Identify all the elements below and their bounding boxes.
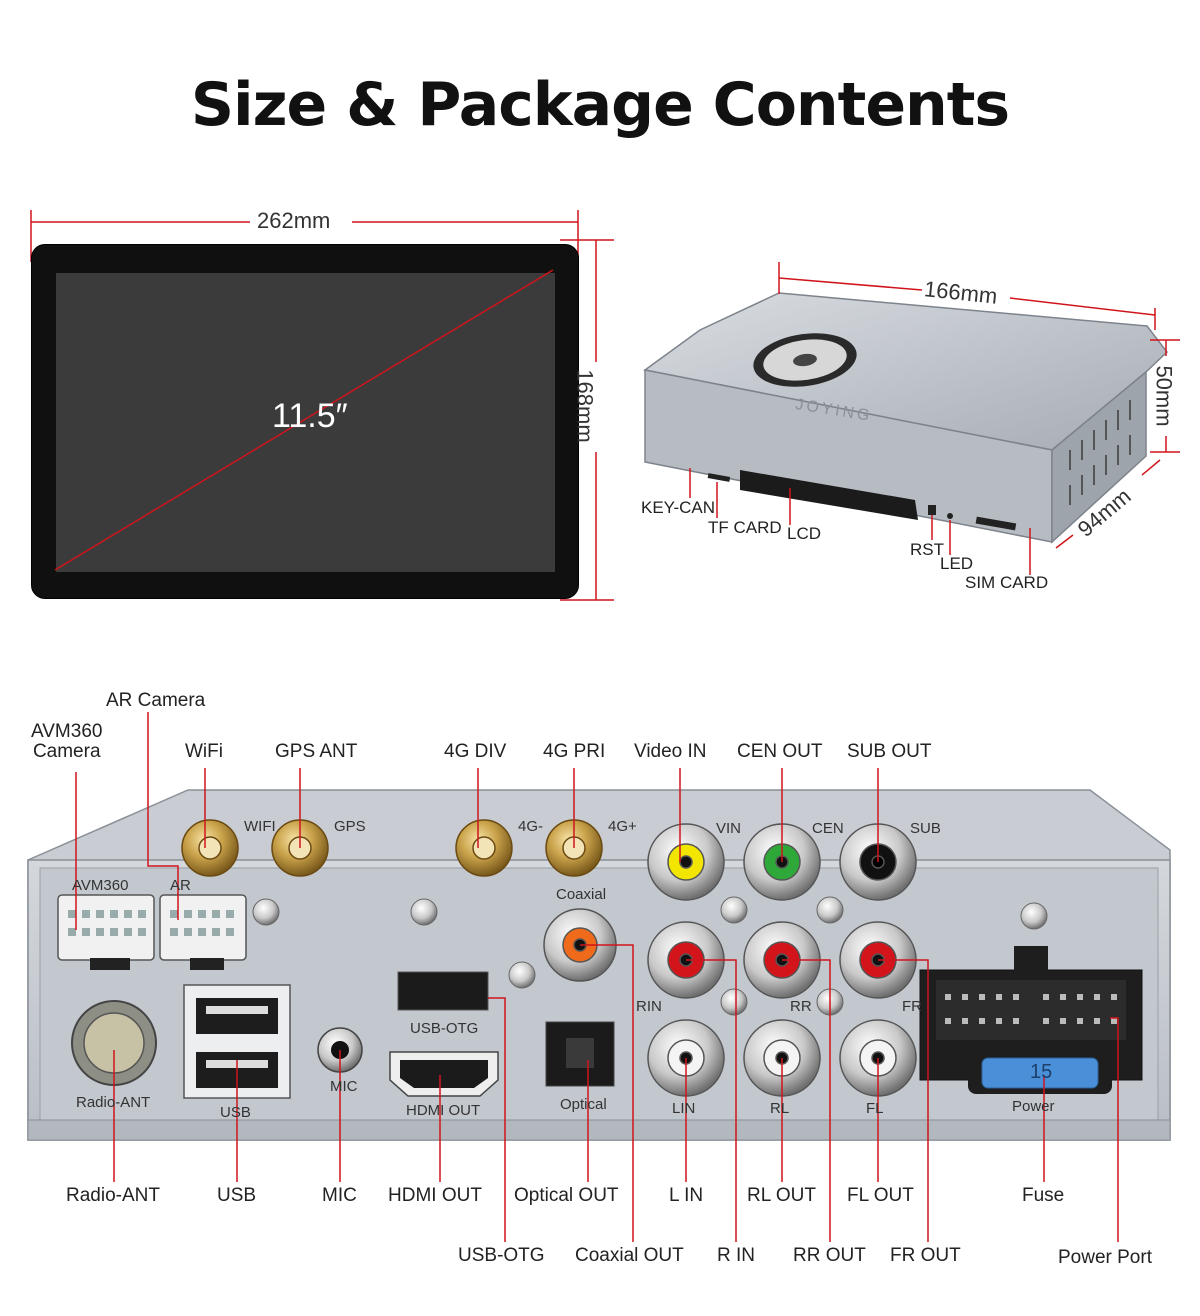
silk-vin: VIN bbox=[716, 820, 742, 837]
screws bbox=[252, 896, 1048, 1016]
box-height-label: 50mm bbox=[1151, 365, 1177, 427]
label-coaxial-out: Coaxial OUT bbox=[575, 1245, 684, 1266]
label-rl-out: RL OUT bbox=[747, 1185, 816, 1206]
optical-port bbox=[545, 1021, 615, 1087]
radio-ant-connector bbox=[71, 1000, 157, 1086]
silk-coaxial: Coaxial bbox=[556, 886, 607, 903]
label-fl-out: FL OUT bbox=[847, 1185, 914, 1206]
port-label-key-can: KEY-CAN bbox=[641, 498, 716, 517]
label-gps-ant: GPS ANT bbox=[275, 741, 358, 762]
silk-cen: CEN bbox=[812, 820, 844, 837]
port-label-tf-card: TF CARD bbox=[708, 518, 782, 537]
host-port-leaders bbox=[689, 468, 1031, 575]
silk-wifi: WIFI bbox=[244, 818, 276, 835]
label-wifi: WiFi bbox=[185, 741, 223, 762]
silk-hdmi-out: HDMI OUT bbox=[406, 1102, 481, 1119]
label-l-in: L IN bbox=[669, 1185, 704, 1206]
port-label-led: LED bbox=[940, 554, 974, 573]
port-label-lcd: LCD bbox=[787, 524, 822, 543]
label-usb: USB bbox=[217, 1185, 257, 1206]
silk-lin: LIN bbox=[672, 1100, 696, 1117]
silk-usb-otg: USB-OTG bbox=[410, 1020, 479, 1037]
label-4g-div: 4G DIV bbox=[444, 741, 507, 762]
fuse bbox=[981, 1057, 1099, 1089]
silk-mic: MIC bbox=[330, 1078, 358, 1095]
port-label-sim-card: SIM CARD bbox=[965, 573, 1049, 592]
silk-optical: Optical bbox=[560, 1096, 607, 1113]
silk-rr: RR bbox=[790, 998, 812, 1015]
label-r-in: R IN bbox=[717, 1245, 755, 1266]
screen-width-label: 262mm bbox=[257, 208, 331, 233]
label-usb-otg: USB-OTG bbox=[458, 1245, 545, 1266]
label-hdmi-out: HDMI OUT bbox=[388, 1185, 482, 1206]
label-ar-camera: AR Camera bbox=[106, 690, 206, 711]
hdmi-port bbox=[389, 1051, 499, 1097]
silk-4g-plus: 4G+ bbox=[608, 818, 637, 835]
label-video-in: Video IN bbox=[634, 741, 707, 762]
silk-rin: RIN bbox=[636, 998, 662, 1015]
silk-usb: USB bbox=[220, 1104, 251, 1121]
label-avm360-camera: AVM360 Camera bbox=[31, 722, 102, 762]
display-glass bbox=[56, 273, 555, 572]
silk-fl: FL bbox=[866, 1100, 884, 1117]
screen-diagonal-overlay bbox=[54, 269, 554, 571]
label-rr-out: RR OUT bbox=[793, 1245, 866, 1266]
silk-ar: AR bbox=[170, 877, 191, 894]
label-sub-out: SUB OUT bbox=[847, 741, 932, 762]
back-panel-leaders bbox=[75, 712, 1119, 1242]
silk-power: Power bbox=[1012, 1098, 1055, 1115]
label-optical-out: Optical OUT bbox=[514, 1185, 619, 1206]
silk-sub: SUB bbox=[910, 820, 941, 837]
silk-rl: RL bbox=[770, 1100, 790, 1117]
silk-fuse-rating: 15 bbox=[1030, 1061, 1053, 1083]
screen-height-label: 168mm bbox=[572, 369, 598, 443]
usb-otg-port bbox=[397, 971, 489, 1011]
label-radio-ant: Radio-ANT bbox=[66, 1185, 160, 1206]
display-screen bbox=[31, 244, 579, 599]
avm-ar-connectors bbox=[57, 894, 247, 970]
silk-4g-minus: 4G- bbox=[518, 818, 544, 835]
screen-diagonal-label: 11.5″ bbox=[272, 397, 348, 435]
silk-avm360: AVM360 bbox=[72, 877, 129, 894]
silk-fr: FR bbox=[902, 998, 922, 1015]
label-4g-pri: 4G PRI bbox=[543, 741, 606, 762]
label-power-port: Power Port bbox=[1058, 1247, 1152, 1268]
label-fr-out: FR OUT bbox=[890, 1245, 961, 1266]
page-title: Size & Package Contents bbox=[190, 70, 1010, 140]
host-box-dimension-lines bbox=[778, 262, 1180, 549]
screen-dimension-lines bbox=[30, 210, 614, 601]
label-fuse: Fuse bbox=[1022, 1185, 1065, 1206]
silk-gps: GPS bbox=[334, 818, 366, 835]
silk-radio-ant: Radio-ANT bbox=[76, 1094, 151, 1111]
label-avm360-line1: AVM360 bbox=[31, 721, 103, 742]
label-mic: MIC bbox=[322, 1185, 357, 1206]
port-label-rst: RST bbox=[910, 540, 944, 559]
label-avm360-line2: Camera bbox=[32, 741, 101, 762]
power-port bbox=[919, 946, 1143, 1094]
label-cen-out: CEN OUT bbox=[737, 741, 823, 762]
host-box-illustration bbox=[643, 292, 1169, 544]
